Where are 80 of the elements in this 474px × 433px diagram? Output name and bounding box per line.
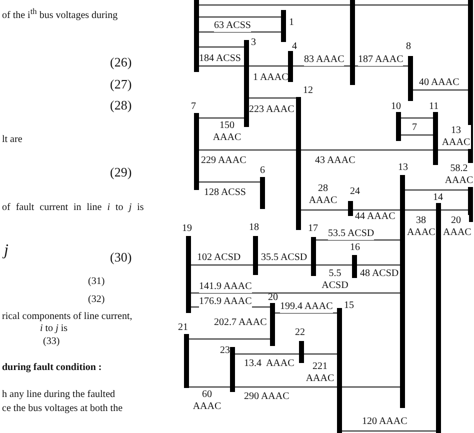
text-fragment: of fault current in line i to j is <box>2 202 144 214</box>
power-line <box>189 338 270 340</box>
edge-label: 176.9 AAAC <box>199 296 252 308</box>
edge-label: 141.9 AAAC <box>199 281 252 293</box>
edge-label: 63 ACSS <box>214 20 251 32</box>
bus-number: 18 <box>249 222 259 233</box>
bus-number: 3 <box>251 37 256 48</box>
power-line <box>438 149 468 151</box>
edge-label: 199.4 AAAC <box>280 301 333 313</box>
power-line <box>342 430 436 432</box>
power-line <box>405 189 468 191</box>
power-line <box>258 264 311 266</box>
text-fragment: j <box>4 242 8 260</box>
text-fragment: h any line during the faulted <box>2 389 116 401</box>
power-line <box>198 16 282 33</box>
text-fragment: (26) <box>110 54 132 70</box>
bus-number: 8 <box>406 41 411 52</box>
bus-number: 13 <box>398 162 408 173</box>
text-fragment: ce the bus voltages at both the <box>2 403 123 415</box>
bus-number: 15 <box>344 300 354 311</box>
edge-label: 53.5 ACSD <box>328 228 374 240</box>
text-fragment: (28) <box>110 98 132 112</box>
power-line <box>357 264 400 266</box>
power-line <box>191 292 400 294</box>
bus-number: 16 <box>350 242 360 253</box>
bus-number: 19 <box>182 223 192 234</box>
power-line <box>400 117 434 136</box>
power-line <box>405 209 436 211</box>
text-fragment: (27) <box>110 76 132 92</box>
power-line <box>191 264 253 266</box>
text-fragment: rical components of line current, <box>2 311 132 323</box>
power-line <box>199 65 288 67</box>
edge-label: 83 AAAC <box>304 54 344 66</box>
power-line <box>189 386 230 388</box>
edge-label: 187 AAAC <box>358 54 404 66</box>
power-line <box>413 89 468 91</box>
power-line <box>199 117 244 119</box>
text-fragment: (32) <box>88 294 105 306</box>
bus-number: 12 <box>303 85 313 96</box>
power-line <box>199 46 244 48</box>
power-line <box>235 386 400 388</box>
bus-number: 22 <box>295 327 305 338</box>
text-fragment: i to j is <box>40 323 68 335</box>
power-line <box>249 97 296 99</box>
power-line <box>199 4 350 6</box>
power-line <box>441 209 468 211</box>
bus-number: 4 <box>292 41 297 52</box>
edge-label: 58.2 AAAC <box>442 163 474 187</box>
bus-number: 21 <box>178 322 188 333</box>
text-fragment: (31) <box>88 276 105 288</box>
bus-number: 23 <box>220 345 230 356</box>
power-line <box>199 181 260 183</box>
power-line <box>301 209 348 211</box>
power-line <box>293 65 350 67</box>
bus-number: 11 <box>429 101 439 112</box>
text-fragment: lt are <box>2 134 22 146</box>
bus-number: 6 <box>260 165 265 176</box>
bus-number: 7 <box>191 101 196 112</box>
text-fragment: of the i$^{th}$ bus voltages during <box>2 6 118 22</box>
bus-number: 14 <box>433 192 443 203</box>
power-line <box>199 149 296 151</box>
bus-number: 10 <box>391 101 401 112</box>
text-fragment: during fault condition : <box>2 362 102 374</box>
power-line <box>301 149 433 151</box>
power-line <box>304 353 337 355</box>
power-line <box>316 264 352 266</box>
edge-label: 13 AAAC <box>441 125 471 149</box>
text-fragment: (29) <box>110 164 132 180</box>
bus-number: 1 <box>289 17 294 28</box>
bus-number: 17 <box>308 223 318 234</box>
bus-number: 20 <box>268 292 278 303</box>
power-line <box>355 65 408 67</box>
power-line <box>275 312 337 314</box>
text-fragment: (33) <box>43 336 60 348</box>
power-line <box>353 209 400 211</box>
text-fragment: (30) <box>110 250 132 264</box>
bus-number: 24 <box>350 186 360 197</box>
power-line <box>235 353 299 355</box>
power-line <box>355 4 468 6</box>
power-line <box>316 239 400 241</box>
